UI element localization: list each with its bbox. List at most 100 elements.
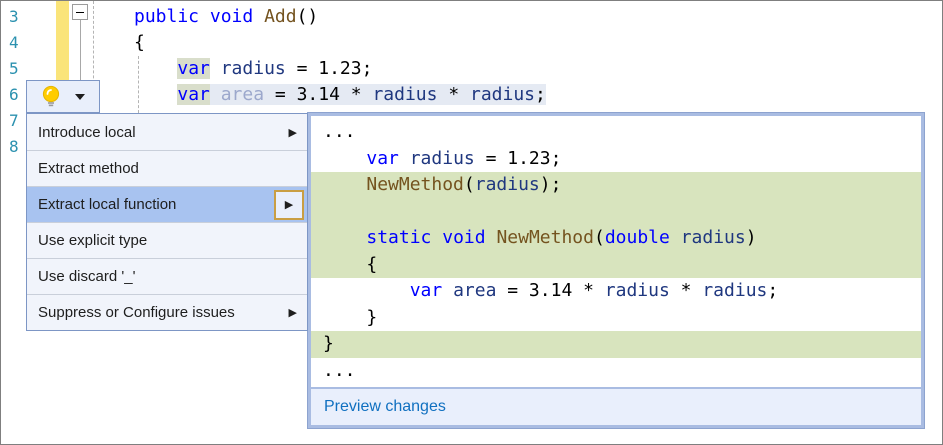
menu-item-extract-local-function[interactable]: Extract local function ▶ xyxy=(27,186,307,222)
code-token: ) xyxy=(745,227,757,248)
code-token: Add xyxy=(264,6,297,27)
code-token: = 3.14 * xyxy=(496,280,605,301)
code-token: { xyxy=(323,253,378,275)
code-line[interactable]: public void Add() xyxy=(134,4,318,30)
preview-code-line-added: static void NewMethod(double radius) xyxy=(311,225,921,252)
code-token xyxy=(323,174,366,195)
menu-item-label: Use explicit type xyxy=(38,232,148,249)
code-token: radius xyxy=(220,58,286,79)
preview-code-line-added: { xyxy=(311,251,921,278)
code-token: = 1.23; xyxy=(474,147,562,169)
code-token: void xyxy=(442,227,486,248)
code-token: static xyxy=(366,227,432,248)
lightbulb-icon xyxy=(42,85,60,107)
preview-code: ... var radius = 1.23; NewMethod(radius)… xyxy=(311,116,921,387)
line-number: 3 xyxy=(9,7,19,26)
menu-item-label: Extract local function xyxy=(38,196,177,213)
code-token: NewMethod xyxy=(366,174,464,195)
code-token: * xyxy=(669,280,703,301)
preview-code-line-added: } xyxy=(311,331,921,358)
indent-guide xyxy=(93,1,94,113)
preview-footer: Preview changes xyxy=(311,387,921,425)
code-token: radius xyxy=(604,280,670,301)
code-token: = 1.23; xyxy=(285,58,373,79)
change-tracking-bar xyxy=(56,1,69,80)
code-token: radius xyxy=(409,147,475,169)
code-token: { xyxy=(134,32,145,53)
chevron-down-icon[interactable] xyxy=(75,93,85,100)
menu-item-use-discard[interactable]: Use discard '_' xyxy=(27,258,307,294)
preview-code-line: var radius = 1.23; xyxy=(311,146,921,173)
preview-changes-link[interactable]: Preview changes xyxy=(324,398,446,415)
line-number: 6 xyxy=(9,85,19,104)
submenu-arrow-icon: ▶ xyxy=(288,307,297,319)
code-token: ( xyxy=(463,174,475,195)
menu-item-introduce-local[interactable]: Introduce local ▶ xyxy=(27,114,307,150)
code-token: double xyxy=(604,227,670,248)
code-line[interactable]: var radius = 1.23; xyxy=(134,56,372,82)
preview-code-line: var area = 3.14 * radius * radius; xyxy=(311,278,921,305)
code-token: ; xyxy=(767,280,779,301)
code-line[interactable]: { xyxy=(134,30,145,56)
refactor-preview-popup: ... var radius = 1.23; NewMethod(radius)… xyxy=(308,113,924,428)
submenu-expand-button[interactable]: ▶ xyxy=(274,189,304,220)
line-number: 4 xyxy=(9,33,19,52)
code-token xyxy=(670,227,681,248)
code-token xyxy=(323,148,366,169)
code-token: radius xyxy=(680,227,746,248)
code-token: ); xyxy=(539,174,562,195)
code-token: radius xyxy=(474,174,540,195)
code-token xyxy=(323,227,366,248)
code-token xyxy=(199,6,210,27)
preview-code-line: } xyxy=(311,305,921,332)
code-token xyxy=(210,58,221,79)
code-token: ... xyxy=(323,121,356,142)
submenu-arrow-icon: ▶ xyxy=(284,199,294,211)
preview-code-line-added: NewMethod(radius); xyxy=(311,172,921,199)
menu-item-use-explicit-type[interactable]: Use explicit type xyxy=(27,222,307,258)
code-token: * xyxy=(437,84,470,105)
code-token: public xyxy=(134,6,200,27)
code-token xyxy=(399,148,410,169)
code-line[interactable]: var area = 3.14 * radius * radius; xyxy=(134,82,546,108)
code-token xyxy=(253,6,264,27)
menu-item-suppress-or-configure-issues[interactable]: Suppress or Configure issues ▶ xyxy=(27,294,307,330)
code-token: area xyxy=(220,84,265,105)
menu-item-extract-method[interactable]: Extract method xyxy=(27,150,307,186)
indent-guide xyxy=(138,56,139,113)
code-token xyxy=(134,84,177,105)
collapse-region-icon[interactable] xyxy=(72,4,88,20)
code-token: radius xyxy=(372,84,438,105)
menu-item-label: Use discard '_' xyxy=(38,268,136,285)
code-token: ( xyxy=(593,227,605,248)
code-token xyxy=(486,227,497,248)
code-token: () xyxy=(296,6,319,27)
menu-item-label: Introduce local xyxy=(38,123,136,141)
code-token: radius xyxy=(470,84,536,105)
submenu-arrow-icon: ▶ xyxy=(288,126,297,139)
menu-item-label: Extract method xyxy=(38,160,139,177)
code-token xyxy=(442,280,453,301)
code-token: area xyxy=(453,280,497,301)
code-token: var xyxy=(366,147,399,169)
fold-guide-line xyxy=(80,20,81,113)
quick-actions-button[interactable] xyxy=(26,80,100,113)
code-token: = 3.14 * xyxy=(264,84,373,105)
code-token xyxy=(323,280,410,301)
line-number: 5 xyxy=(9,59,19,78)
preview-code-line: ... xyxy=(311,358,921,385)
code-token: ... xyxy=(323,359,356,381)
code-token xyxy=(209,84,221,105)
code-token: ; xyxy=(535,84,546,105)
code-token: radius xyxy=(702,280,768,301)
code-token: var xyxy=(177,84,210,105)
code-token: var xyxy=(177,58,210,79)
code-token: } xyxy=(323,333,334,354)
menu-item-label: Suppress or Configure issues xyxy=(38,304,235,321)
line-number: 7 xyxy=(9,111,19,130)
code-token: void xyxy=(209,6,254,27)
preview-code-line: ... xyxy=(311,119,921,146)
